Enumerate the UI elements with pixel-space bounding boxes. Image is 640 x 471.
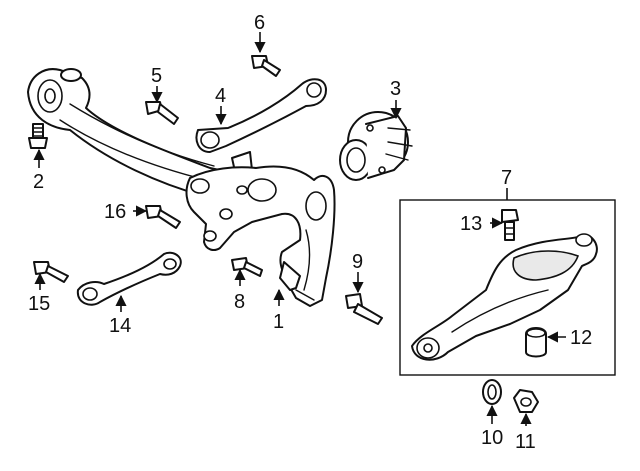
cap-part-10 bbox=[482, 379, 502, 405]
callout-16: 16 bbox=[104, 201, 126, 223]
callout-1: 1 bbox=[273, 311, 284, 333]
callout-4: 4 bbox=[215, 85, 226, 107]
upper-control-arm-part bbox=[195, 78, 327, 153]
bolt-part-15 bbox=[33, 261, 69, 283]
callout-12: 12 bbox=[570, 327, 592, 349]
bolt-part-5 bbox=[145, 101, 179, 125]
callout-labels: 1 2 3 4 5 6 7 8 9 10 11 12 13 14 15 16 bbox=[28, 12, 592, 453]
bolt-part-2 bbox=[28, 123, 48, 149]
bolt-part-9 bbox=[345, 293, 383, 325]
leader-lines bbox=[33, 32, 566, 426]
callout-15: 15 bbox=[28, 293, 50, 315]
callout-5: 5 bbox=[151, 65, 162, 87]
callout-9: 9 bbox=[352, 251, 363, 273]
callout-2: 2 bbox=[33, 171, 44, 193]
bolt-part-16 bbox=[145, 205, 181, 229]
bolt-part-13 bbox=[501, 209, 519, 241]
hub-bearing-part bbox=[339, 111, 413, 181]
callout-6: 6 bbox=[254, 12, 265, 34]
nut-part-11 bbox=[513, 389, 539, 413]
callout-14: 14 bbox=[109, 315, 131, 337]
callout-8: 8 bbox=[234, 291, 245, 313]
callout-11: 11 bbox=[515, 431, 536, 453]
bushing-part-12 bbox=[525, 327, 547, 358]
bolt-part-6 bbox=[251, 55, 281, 77]
callout-7: 7 bbox=[501, 167, 512, 189]
lower-link-part bbox=[76, 251, 182, 306]
callout-3: 3 bbox=[390, 78, 401, 100]
trailing-arm-knuckle-part bbox=[27, 68, 336, 307]
callout-10: 10 bbox=[481, 427, 503, 449]
bolt-part-8 bbox=[231, 257, 263, 277]
callout-13: 13 bbox=[460, 213, 482, 235]
